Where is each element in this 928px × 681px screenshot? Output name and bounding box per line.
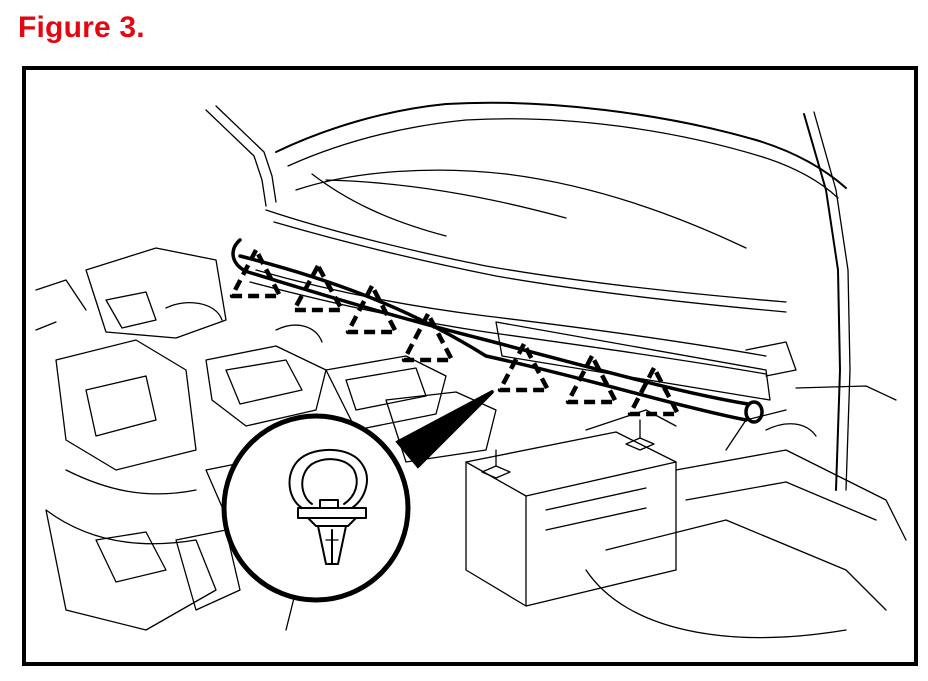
- clip-marker: [345, 283, 399, 335]
- figure-title: Figure 3.: [18, 11, 145, 44]
- illustration-frame: [22, 66, 918, 666]
- clip-markers: [229, 247, 681, 417]
- clip-marker: [291, 263, 345, 313]
- clip-marker: [401, 311, 455, 363]
- engine-bay-illustration: [35, 101, 907, 639]
- clip-detail-icon: [288, 448, 368, 565]
- clip-marker: [627, 365, 681, 417]
- clip-marker: [229, 247, 283, 299]
- hood: [205, 101, 851, 491]
- clip-marker: [565, 353, 619, 405]
- detail-callout: [221, 390, 494, 603]
- battery: [465, 409, 677, 607]
- right-fender: [585, 409, 907, 639]
- clip-marker: [497, 341, 551, 393]
